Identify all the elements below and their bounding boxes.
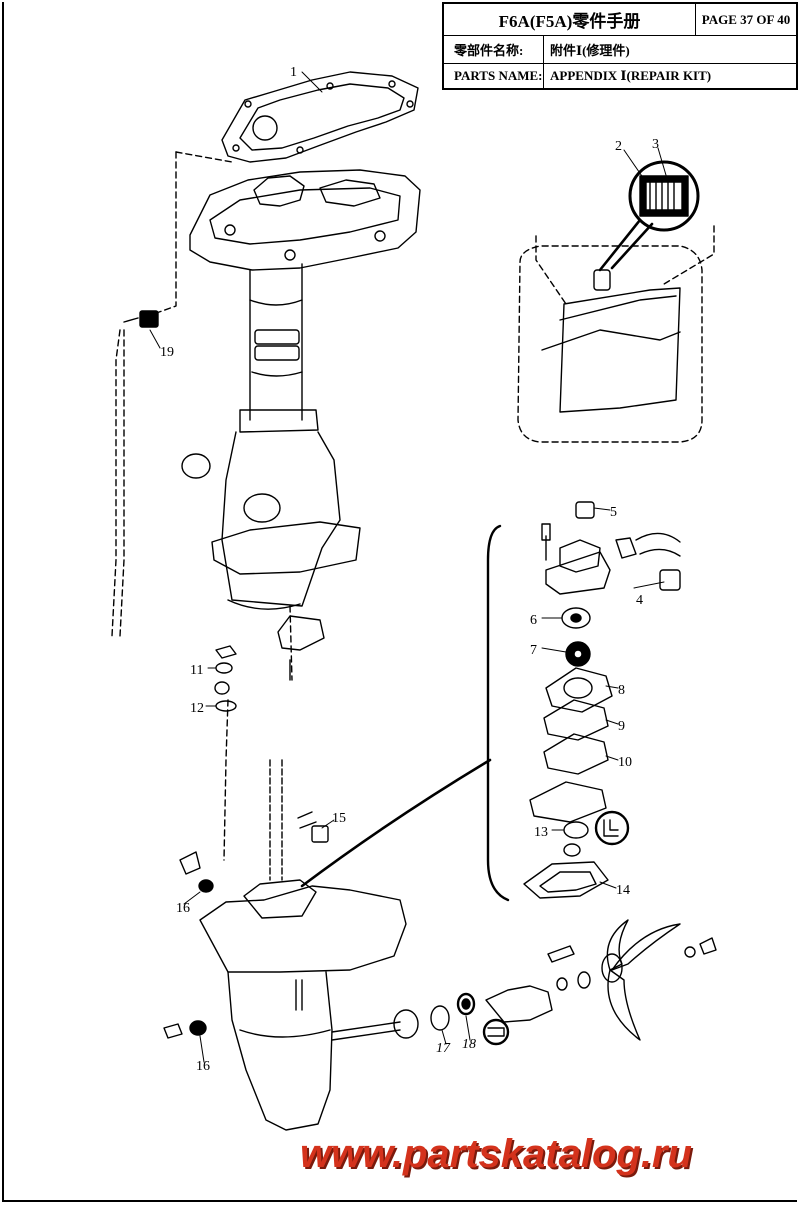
callout-labels: 1 2 3 4 5 6 7 8 9 10 11 12 13 14 15 16 1… (160, 65, 659, 1074)
callout-1: 1 (290, 65, 297, 80)
title-row: F6A(F5A)零件手册 PAGE 37 OF 40 (444, 4, 796, 36)
watermark-url: www.partskatalog.ru (300, 1132, 692, 1176)
callout-2: 2 (615, 139, 622, 154)
page-number: PAGE 37 OF 40 (701, 11, 791, 27)
manual-title: F6A(F5A)零件手册 (444, 4, 696, 35)
callout-18: 18 (462, 1037, 476, 1052)
callout-13: 13 (534, 825, 548, 840)
callout-12: 12 (190, 701, 204, 716)
part-19-clip (123, 310, 159, 328)
callout-15: 15 (332, 811, 346, 826)
en-parts-name-value: APPENDIX Ⅰ(REPAIR KIT) (550, 68, 712, 83)
callout-10: 10 (618, 755, 632, 770)
callout-14: 14 (616, 883, 630, 898)
callout-16-upper: 16 (176, 901, 190, 916)
seal-parts-11-12 (214, 645, 237, 712)
leader-lines (149, 71, 669, 1063)
callout-17: 17 (436, 1041, 451, 1056)
en-name-row: PARTS NAME: APPENDIX Ⅰ(REPAIR KIT) (444, 64, 796, 88)
cn-name-row: 零部件名称: 附件Ⅰ(修理件) (444, 36, 796, 64)
callout-3: 3 (652, 137, 659, 152)
assembly-outline (111, 151, 715, 861)
side-plug (181, 453, 211, 479)
title-block: F6A(F5A)零件手册 PAGE 37 OF 40 零部件名称: 附件Ⅰ(修理… (442, 2, 798, 90)
callout-7: 7 (530, 643, 537, 658)
callout-5: 5 (610, 505, 617, 520)
callout-19: 19 (160, 345, 174, 360)
en-parts-name-label: PARTS NAME: (444, 64, 544, 88)
inset-bracket (486, 524, 510, 902)
callout-11: 11 (190, 663, 203, 678)
gasket-part-1 (221, 71, 419, 163)
detail-inset-2-3 (541, 160, 700, 413)
lower-bracket (277, 615, 325, 651)
callout-16-lower: 16 (196, 1059, 210, 1074)
cn-parts-name-value: 附件Ⅰ(修理件) (550, 43, 630, 58)
gearcase-assembly (163, 759, 717, 1131)
upper-casing-assembly (189, 169, 421, 610)
leader-curve (300, 758, 492, 888)
callout-4: 4 (636, 593, 643, 608)
callout-6: 6 (530, 613, 537, 628)
callout-9: 9 (618, 719, 625, 734)
water-pump-parts (523, 501, 681, 899)
callout-8: 8 (618, 683, 625, 698)
cn-parts-name-label: 零部件名称: (444, 36, 544, 63)
